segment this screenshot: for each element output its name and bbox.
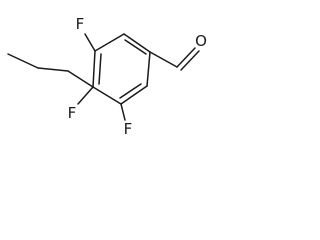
benzene-ring (92, 33, 151, 105)
bond-to-f-bottom-right (120, 103, 126, 121)
bond-to-f-bottom-left (77, 86, 94, 105)
double-bond-inner-2 (119, 83, 142, 99)
bond-s-to-methyl (37, 67, 69, 72)
atom-f-bottom-right: F (124, 120, 133, 138)
bond-ring-to-s (67, 70, 94, 88)
bond-co-2 (180, 50, 200, 71)
structure-diagram: F F F O (0, 0, 210, 156)
atom-aldehyde-o: O (195, 32, 207, 50)
bond-to-f-top (84, 33, 96, 52)
atom-f-top: F (76, 15, 85, 33)
double-bond-inner-1 (124, 39, 147, 55)
double-bond-inner-3 (98, 53, 102, 85)
molecule-drawing: F F F O (7, 15, 207, 138)
bond-co-1 (176, 47, 196, 68)
bond-ring-to-cho (149, 51, 178, 68)
bond-methyl-terminal (7, 53, 39, 69)
atom-f-bottom-left: F (68, 104, 77, 122)
